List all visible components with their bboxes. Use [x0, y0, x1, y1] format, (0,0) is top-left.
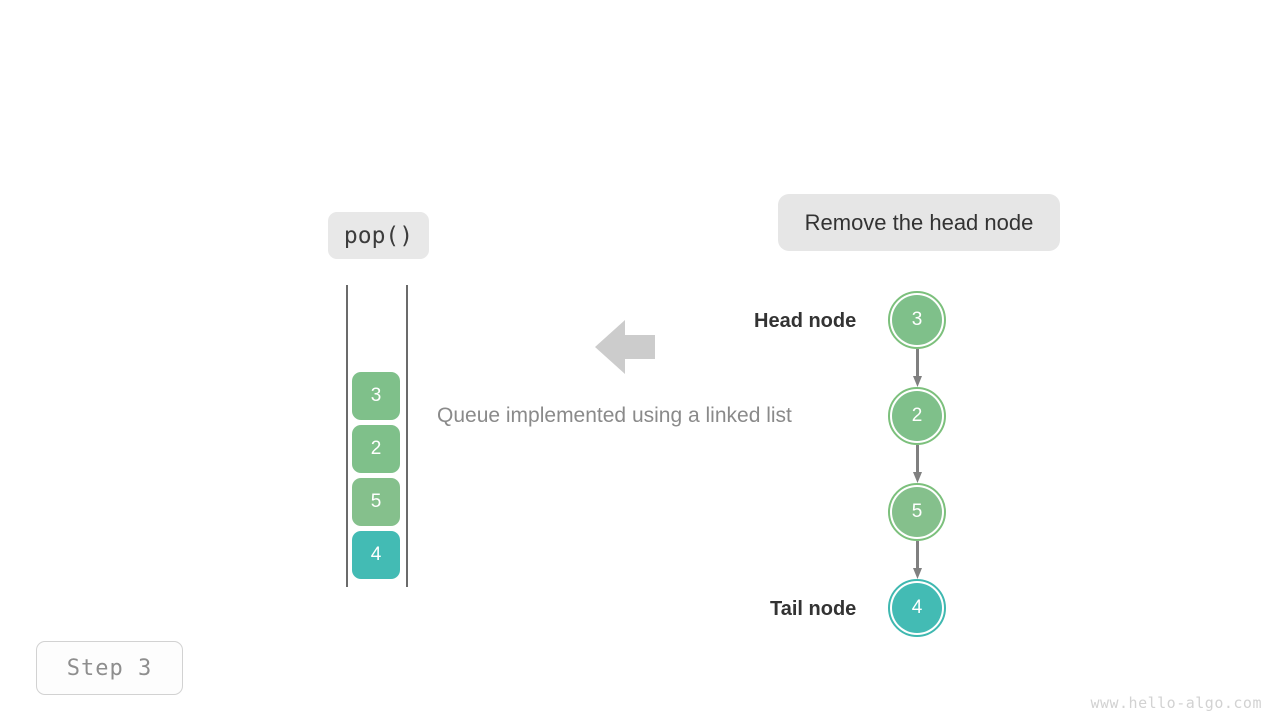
queue-container: 3 2 5 4 [345, 285, 409, 587]
node-value: 2 [892, 391, 942, 441]
queue-item-list: 3 2 5 4 [352, 372, 400, 579]
queue-item: 5 [352, 478, 400, 526]
node-value: 4 [892, 583, 942, 633]
queue-right-rail [406, 285, 408, 587]
link-arrow-icon [913, 541, 922, 579]
queue-item: 2 [352, 425, 400, 473]
linked-list-container: 3 2 5 4 [888, 291, 950, 641]
caption-text: Queue implemented using a linked list [437, 404, 792, 427]
node-value: 5 [892, 487, 942, 537]
node-value: 3 [892, 295, 942, 345]
tail-node-label: Tail node [770, 598, 857, 620]
left-arrow-icon [595, 320, 655, 374]
link-arrow-icon [913, 445, 922, 483]
linked-list-node: 4 [888, 579, 946, 637]
step-badge: Step 3 [36, 641, 183, 695]
watermark: www.hello-algo.com [1090, 694, 1262, 712]
action-label: Remove the head node [778, 194, 1060, 251]
queue-item: 3 [352, 372, 400, 420]
head-node-label: Head node [754, 310, 857, 332]
linked-list-node: 2 [888, 387, 946, 445]
linked-list-node: 5 [888, 483, 946, 541]
operation-label: pop() [328, 212, 429, 259]
linked-list-node: 3 [888, 291, 946, 349]
link-arrow-icon [913, 349, 922, 387]
queue-item: 4 [352, 531, 400, 579]
queue-left-rail [346, 285, 348, 587]
